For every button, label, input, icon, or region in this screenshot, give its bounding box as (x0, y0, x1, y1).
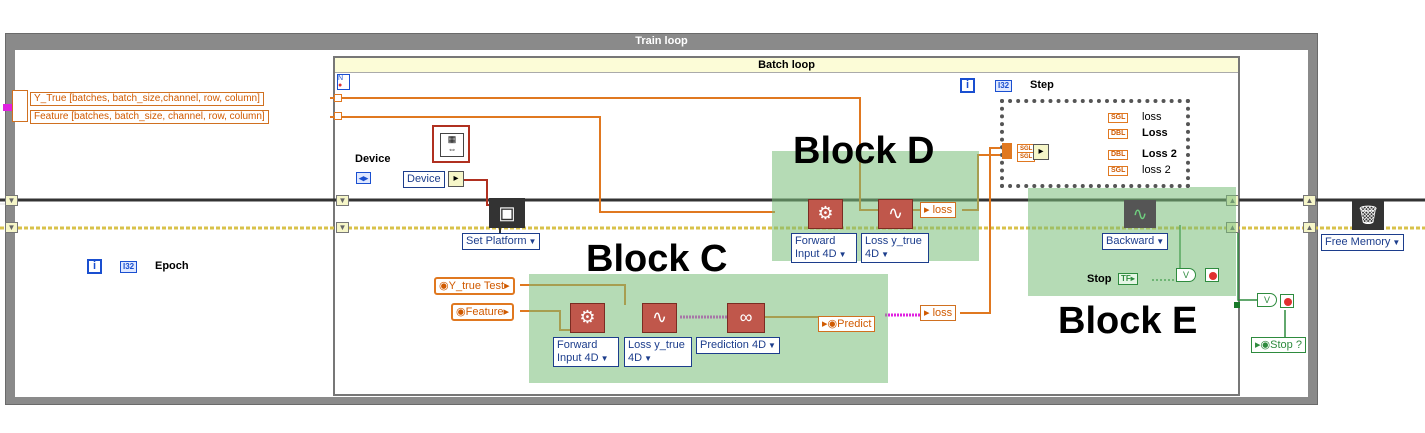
globe-icon: ◉ (1260, 339, 1271, 351)
sequence-tunnel (1002, 143, 1012, 159)
chevron-down-icon: ▼ (600, 354, 609, 363)
shift-register-left-2: ▼ (5, 222, 18, 233)
tunnel-feature (334, 112, 342, 120)
wave-icon: ∿ (887, 203, 904, 223)
or-gate-inner: V (1176, 268, 1196, 282)
gear-icon: ⚙ (817, 203, 834, 223)
stop-button-icon[interactable] (1280, 294, 1294, 308)
chip-icon: ▣ (498, 203, 516, 223)
free-memory-node[interactable]: 🗑 (1352, 200, 1384, 230)
loss-vi-c[interactable]: ∿ (642, 303, 677, 333)
tunnel-ytrue (334, 94, 342, 102)
globe-icon: ◉ (827, 318, 838, 330)
chevron-down-icon: ▼ (644, 354, 652, 363)
globe-icon: ◉ (456, 306, 466, 318)
train-loop-title: Train loop (635, 35, 688, 47)
backward-selector[interactable]: Backward▼ (1102, 233, 1169, 250)
chevron-down-icon: ▼ (1156, 237, 1165, 246)
stop-button-icon[interactable] (1205, 268, 1219, 282)
block-d-label: Block D (793, 130, 935, 172)
device-icon: ▦⇔ (440, 133, 464, 157)
loss-selector-d[interactable]: Loss y_true 4D▼ (861, 233, 929, 263)
shift-register-left-1: ▼ (5, 195, 18, 206)
seq-row-0-label: loss (1142, 111, 1162, 123)
wave-icon: ∿ (1132, 204, 1148, 224)
forward-vi-c[interactable]: ⚙ (570, 303, 605, 333)
free-memory-selector[interactable]: Free Memory▼ (1321, 234, 1405, 251)
backward-vi[interactable]: ∿ (1124, 200, 1156, 228)
feature-control[interactable]: ◉Feature▸ (451, 303, 515, 321)
prediction-vi-c[interactable]: ∞ (727, 303, 765, 333)
block-e-label: Block E (1058, 300, 1198, 342)
unbundle-node (12, 90, 28, 122)
seq-row-3-type: SGL (1108, 166, 1129, 176)
loss-indicator-d: ▸ loss (920, 202, 957, 218)
set-platform-node[interactable]: ▣ (489, 198, 525, 228)
feature-cluster-label: Feature [batches, batch_size, channel, r… (30, 110, 269, 124)
shift-register-right-2: ▲ (1303, 222, 1316, 233)
globe-icon: ◉ (439, 280, 449, 292)
device-ring-constant[interactable]: ◂▸ (356, 172, 372, 184)
batch-loop-title: Batch loop (335, 58, 1238, 73)
block-c-label: Block C (586, 238, 728, 280)
seq-row-1-label: Loss (1142, 127, 1168, 139)
stop-control[interactable]: TF▸ (1118, 273, 1138, 285)
gear-icon: ⚙ (579, 307, 596, 327)
ytrue-cluster-label: Y_True [batches, batch_size,channel, row… (30, 92, 264, 106)
loss-vi-d[interactable]: ∿ (878, 199, 913, 229)
loss-indicator-c: ▸ loss (920, 305, 957, 321)
shift-register-right-1: ▲ (1303, 195, 1316, 206)
prediction-selector-c[interactable]: Prediction 4D▼ (696, 337, 780, 354)
seq-row-3-label: loss 2 (1142, 164, 1171, 176)
set-platform-selector[interactable]: Set Platform▼ (462, 233, 541, 250)
wave-icon: ∿ (651, 307, 668, 327)
device-selector[interactable]: Device (403, 171, 445, 188)
forward-selector-d[interactable]: Forward Input 4D▼ (791, 233, 857, 263)
stop-q-indicator: ▸◉Stop ? (1251, 337, 1306, 353)
bundle-node: ▸ (448, 171, 464, 187)
epoch-indicator-type: I32 (120, 261, 138, 273)
step-indicator-label: Step (1030, 79, 1054, 91)
seq-row-2-type: DBL (1108, 150, 1129, 160)
auto-index-indicator: N● (337, 74, 350, 90)
chevron-down-icon: ▼ (768, 341, 776, 350)
device-label: Device (355, 153, 391, 165)
binoculars-icon: ∞ (739, 307, 753, 327)
predict-indicator: ▸◉Predict (818, 316, 876, 332)
forward-vi-d[interactable]: ⚙ (808, 199, 843, 229)
shift-register-batch-left-1: ▼ (336, 195, 349, 206)
chevron-down-icon: ▼ (881, 250, 889, 259)
or-gate-outer: V (1257, 293, 1277, 307)
step-indicator-type: I32 (995, 80, 1013, 92)
cluster-input-terminal (3, 104, 13, 111)
chevron-down-icon: ▼ (838, 250, 847, 259)
trash-icon: 🗑 (1356, 205, 1380, 225)
shift-register-batch-left-2: ▼ (336, 222, 349, 233)
ytrue-test-control[interactable]: ◉Y_true Test▸ (434, 277, 515, 295)
loss-selector-c[interactable]: Loss y_true 4D▼ (624, 337, 692, 367)
chevron-down-icon: ▼ (528, 237, 537, 246)
seq-row-2-label: Loss 2 (1142, 148, 1177, 160)
epoch-indicator-label: Epoch (155, 260, 189, 272)
stop-tunnel (1234, 302, 1240, 308)
seq-row-0-type: SGL (1108, 113, 1129, 123)
stop-label: Stop (1087, 273, 1112, 285)
step-iteration-terminal: i (960, 78, 975, 93)
batch-loop: Batch loop (333, 56, 1240, 396)
chevron-down-icon: ▼ (1392, 238, 1401, 247)
seq-row-1-type: DBL (1108, 129, 1129, 139)
device-info-vi[interactable]: ▦⇔ (432, 125, 470, 163)
sequence-build-node: ▸ (1033, 144, 1049, 160)
epoch-iteration-terminal: i (87, 259, 102, 274)
forward-selector-c[interactable]: Forward Input 4D▼ (553, 337, 619, 367)
